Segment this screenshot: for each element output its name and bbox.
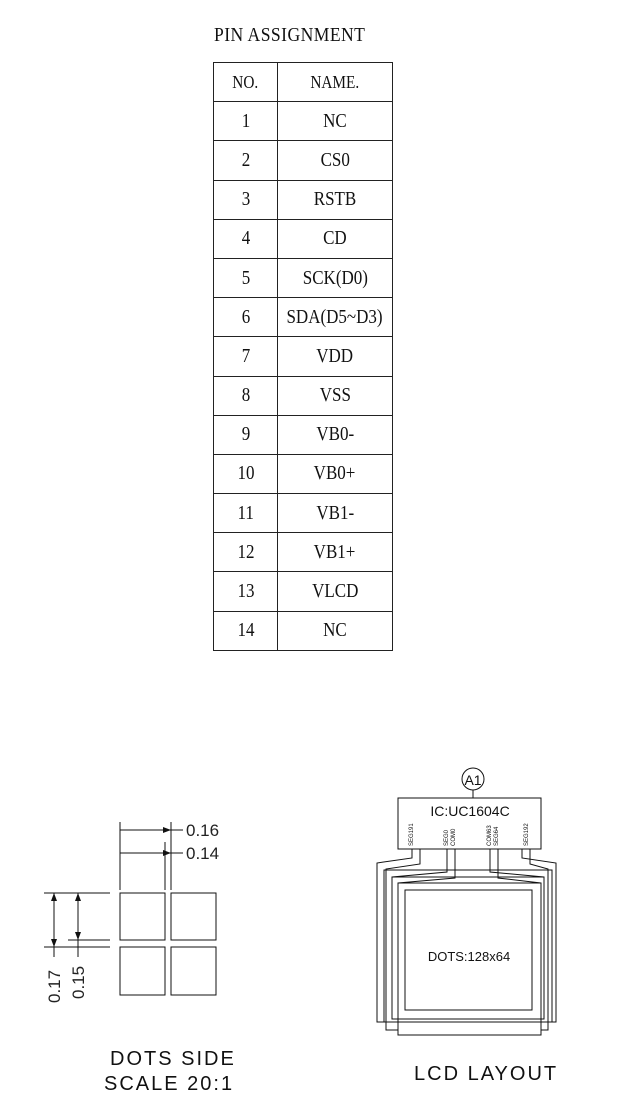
arrowhead (51, 939, 57, 947)
pin-no-cell: 14 (213, 610, 278, 651)
dim-height-inner-label: 0.15 (69, 966, 88, 999)
pin-name-cell: VB0+ (277, 453, 393, 495)
arrowhead (51, 893, 57, 901)
pin-label-seg192: SEG192 (524, 823, 530, 846)
pin-no-cell: 9 (213, 414, 278, 455)
pin-no-cell: 10 (213, 453, 278, 495)
ic-label: IC:UC1604C (430, 803, 509, 819)
dot-square (170, 946, 217, 996)
dots-label: DOTS:128x64 (428, 949, 510, 964)
pin-label-seg64: SEG64 (494, 826, 500, 846)
dot-square (119, 892, 166, 941)
lcd-active-area (404, 889, 533, 1011)
scale-caption: SCALE 20:1 (104, 1073, 235, 1095)
dot-square (170, 892, 217, 941)
dots-side-caption: DOTS SIDE (110, 1048, 236, 1070)
pin-no-cell: 5 (213, 257, 278, 299)
pin-name-cell: NC (277, 610, 393, 651)
pin-no-cell: 3 (213, 179, 278, 220)
pin-label-seg0: SEG0 (444, 829, 450, 846)
pin-no-cell: 1 (213, 101, 278, 142)
lcd-outline-middle (391, 876, 545, 1020)
pin-label-seg191: SEG191 (409, 823, 415, 846)
trace-line (391, 849, 448, 878)
pin-name-cell: CD (277, 218, 393, 259)
pin-label-com63: COM63 (487, 825, 493, 846)
pin-name-cell: VDD (277, 336, 393, 377)
dim-height-outer-label: 0.17 (45, 970, 64, 1003)
trace-line (376, 849, 413, 1023)
pin-no-cell: 6 (213, 297, 278, 338)
pin-name-cell: SCK(D0) (277, 257, 393, 299)
trace-line (529, 849, 549, 1031)
table-header-row: NO. NAME. (213, 61, 393, 103)
arrowhead (163, 850, 171, 856)
header-no: NO. (213, 61, 278, 103)
pin-no-cell: 7 (213, 336, 278, 377)
pin-name-cell: NC (277, 101, 393, 142)
dim-width-outer-label: 0.16 (186, 821, 219, 840)
lcd-outline-inner (397, 882, 542, 1036)
pin-no-cell: 8 (213, 375, 278, 416)
marker-label: A1 (464, 772, 481, 788)
trace-line (397, 849, 456, 884)
header-name: NAME. (277, 61, 393, 103)
ic-chip (397, 797, 542, 850)
pin-assignment-title: PIN ASSIGNMENT (214, 24, 366, 46)
lcd-layout-caption: LCD LAYOUT (414, 1063, 559, 1085)
pin-no-cell: 13 (213, 571, 278, 612)
arrowhead (75, 893, 81, 901)
pin-no-cell: 4 (213, 218, 278, 259)
trace-line (497, 849, 542, 884)
trace-line (489, 849, 545, 878)
pin-label-com0: COM0 (451, 828, 457, 846)
pin-name-cell: VB1- (277, 493, 393, 534)
pin-name-cell: CS0 (277, 140, 393, 181)
pin-no-cell: 2 (213, 140, 278, 181)
dot-square (119, 946, 166, 996)
trace-line (521, 849, 557, 1023)
arrowhead (75, 932, 81, 940)
pin-name-cell: RSTB (277, 179, 393, 220)
lcd-outline-outer (383, 869, 553, 1023)
pin-name-cell: VSS (277, 375, 393, 416)
arrowhead (163, 827, 171, 833)
trace-line (385, 849, 421, 1031)
dim-width-inner-label: 0.14 (186, 844, 219, 863)
